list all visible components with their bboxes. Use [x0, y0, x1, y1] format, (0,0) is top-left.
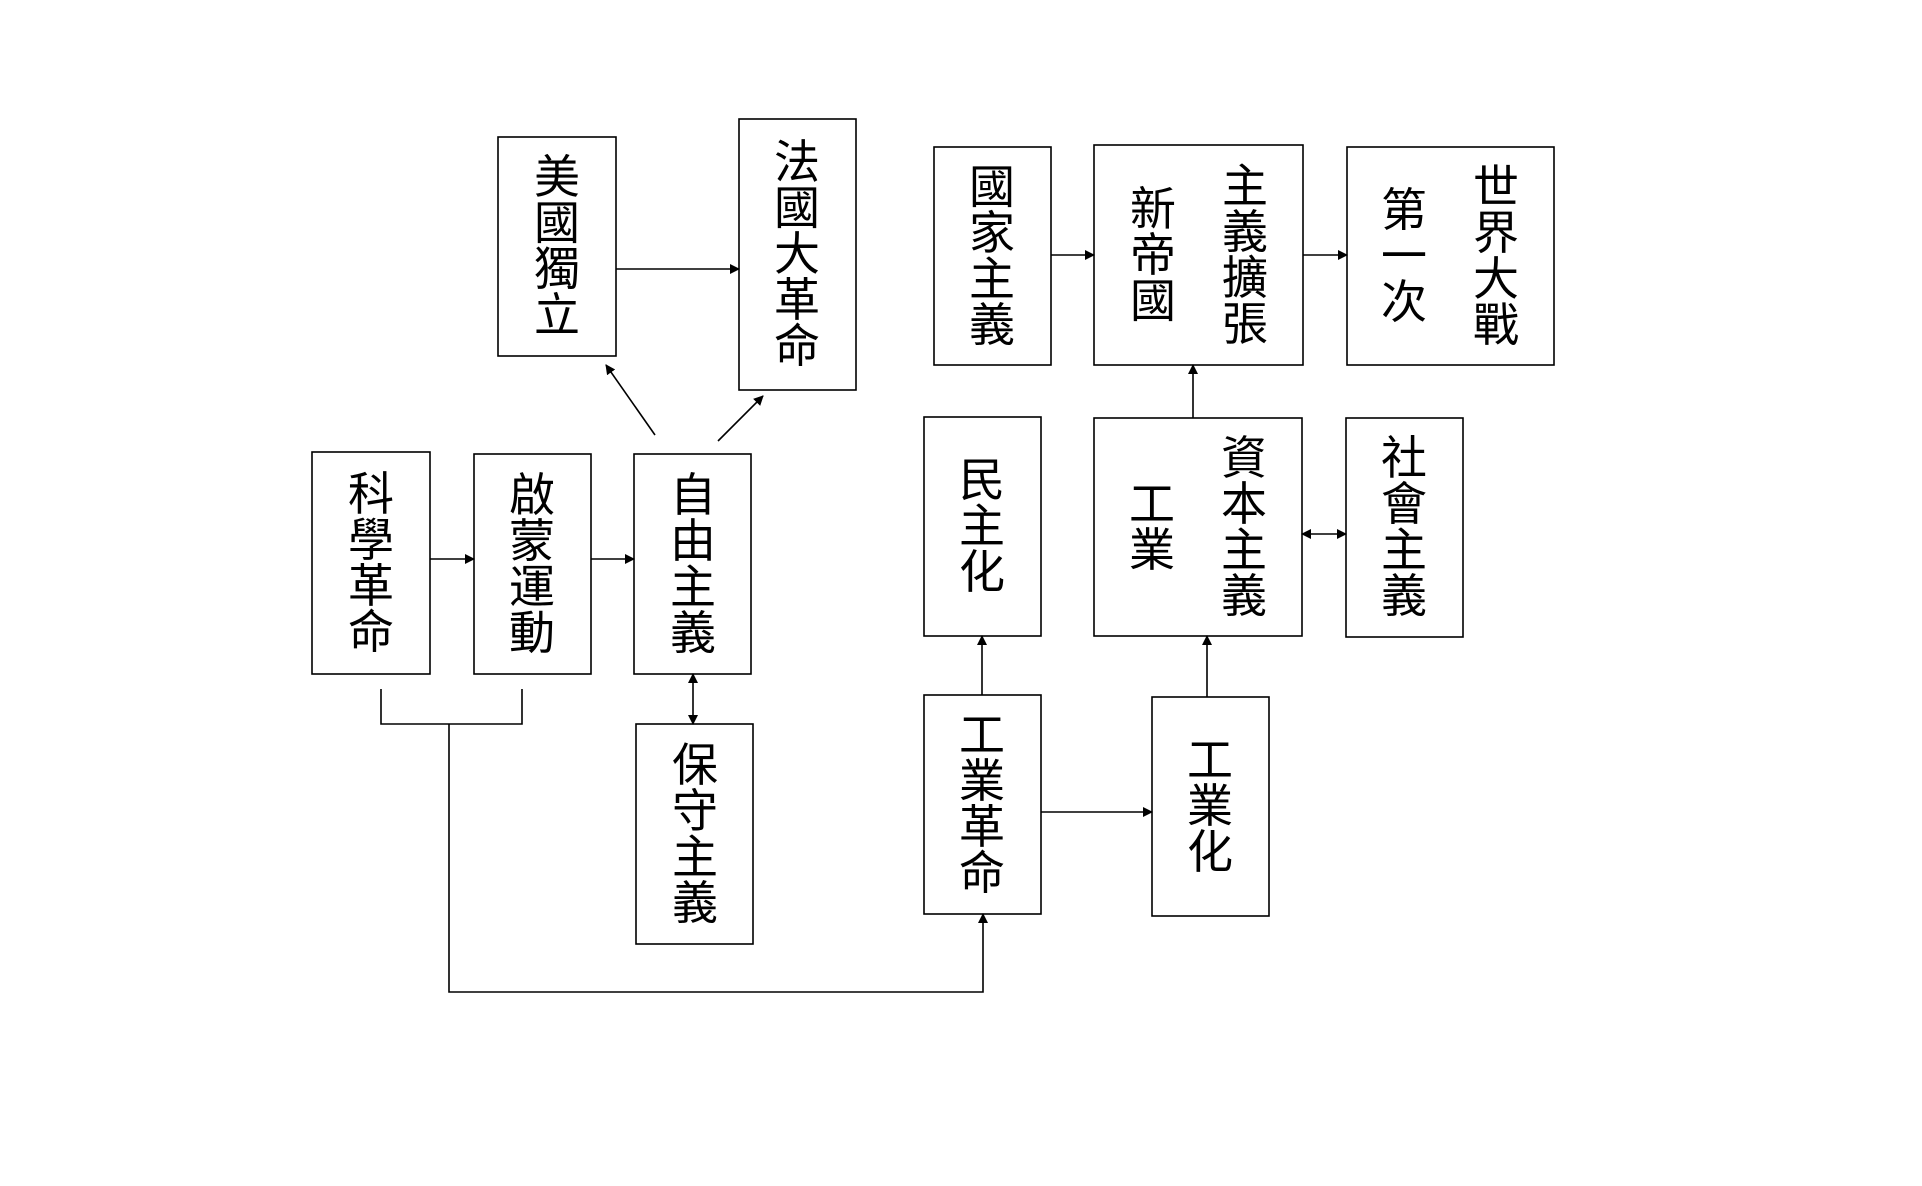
label-char: 動	[509, 606, 555, 660]
label-industrial-revolution: 工業革命	[959, 708, 1005, 900]
box-new-imperialism	[1093, 144, 1304, 366]
label-char: 守	[672, 784, 718, 838]
label-char: 啟	[509, 468, 555, 522]
label-new-imperialism: 主義擴張 新帝國	[1130, 159, 1268, 351]
label-char: 獨	[534, 242, 580, 296]
label-char: 主	[1222, 159, 1268, 213]
label-char: 業	[959, 754, 1005, 808]
label-char: 義	[1221, 569, 1267, 623]
box-scientific-revolution	[311, 451, 431, 675]
box-industrial-capitalism	[1093, 417, 1303, 637]
label-enlightenment: 啟蒙運動	[509, 468, 555, 660]
label-char: 自	[670, 468, 716, 522]
arrow-science-enlightenment-to-industrial-revolution	[448, 724, 988, 993]
label-char: 命	[959, 846, 1005, 900]
label-char: 主	[672, 830, 718, 884]
label-char: 本	[1221, 477, 1267, 531]
label-char: 國	[1130, 274, 1176, 328]
label-char: 命	[774, 319, 820, 373]
label-char: 主	[969, 252, 1015, 306]
bracket-science-enlightenment	[380, 689, 523, 725]
label-char: 戰	[1473, 298, 1519, 352]
arrow-liberalism-to-french-revolution	[717, 395, 764, 442]
box-nationalism	[933, 146, 1052, 366]
label-world-war-one: 世界大戰 第一次	[1381, 160, 1519, 352]
label-nationalism: 國家主義	[969, 160, 1015, 352]
label-char: 保	[672, 738, 718, 792]
label-democratization: 民主化	[959, 453, 1005, 599]
label-scientific-revolution: 科學革命	[348, 467, 394, 659]
label-char: 工	[1129, 477, 1175, 531]
label-liberalism: 自由主義	[670, 468, 716, 660]
label-char: 義	[1381, 569, 1427, 623]
label-char: 法	[774, 135, 820, 189]
label-char: 主	[1381, 523, 1427, 577]
label-char: 美	[534, 150, 580, 204]
box-conservatism	[635, 723, 754, 945]
label-char: 次	[1381, 275, 1427, 329]
label-char: 革	[774, 273, 820, 327]
label-char: 義	[969, 298, 1015, 352]
label-char: 一	[1381, 229, 1427, 283]
label-char: 學	[348, 513, 394, 567]
label-char: 國	[774, 181, 820, 235]
label-char: 主	[1221, 523, 1267, 577]
label-socialism: 社會主義	[1381, 431, 1427, 623]
label-french-revolution: 法國大革命	[774, 135, 820, 373]
label-char: 化	[959, 545, 1005, 599]
label-char: 第	[1381, 183, 1427, 237]
label-char: 界	[1473, 206, 1519, 260]
label-industrialization: 工業化	[1187, 733, 1233, 879]
label-char: 義	[1222, 205, 1268, 259]
label-char: 擴	[1222, 251, 1268, 305]
label-char: 工	[1187, 733, 1233, 787]
label-char: 民	[959, 453, 1005, 507]
label-char: 家	[969, 206, 1015, 260]
label-conservatism: 保守主義	[672, 738, 718, 930]
label-char: 國	[969, 160, 1015, 214]
label-char: 張	[1222, 297, 1268, 351]
label-char: 義	[672, 876, 718, 930]
box-enlightenment	[473, 453, 592, 675]
box-socialism	[1345, 417, 1464, 638]
label-char: 社	[1381, 431, 1427, 485]
box-american-independence	[497, 136, 617, 357]
label-char: 會	[1381, 477, 1427, 531]
label-char: 化	[1187, 825, 1233, 879]
box-democratization	[923, 416, 1042, 637]
label-char: 國	[534, 196, 580, 250]
label-char: 大	[774, 227, 820, 281]
label-char: 工	[959, 708, 1005, 762]
label-char: 世	[1473, 160, 1519, 214]
label-industrial-capitalism: 資本主義工業	[1129, 431, 1267, 623]
label-char: 新	[1130, 182, 1176, 236]
label-char: 命	[348, 605, 394, 659]
arrow-liberalism-to-american-independence	[605, 364, 656, 436]
label-char: 大	[1473, 252, 1519, 306]
label-char: 主	[959, 499, 1005, 553]
label-char: 義	[670, 606, 716, 660]
box-industrial-revolution	[923, 694, 1042, 915]
label-char: 業	[1129, 523, 1175, 577]
box-french-revolution	[738, 118, 857, 391]
label-char: 業	[1187, 779, 1233, 833]
label-char: 運	[509, 560, 555, 614]
label-american-independence: 美國獨立	[534, 150, 580, 342]
box-world-war-one	[1346, 146, 1555, 366]
label-char: 由	[670, 514, 716, 568]
label-char: 立	[534, 288, 580, 342]
box-industrialization	[1151, 696, 1270, 917]
label-char: 革	[959, 800, 1005, 854]
label-char: 蒙	[509, 514, 555, 568]
label-char: 科	[348, 467, 394, 521]
label-char: 主	[670, 560, 716, 614]
label-char: 革	[348, 559, 394, 613]
label-char: 資	[1221, 431, 1267, 485]
label-char: 帝	[1130, 228, 1176, 282]
box-liberalism	[633, 453, 752, 675]
